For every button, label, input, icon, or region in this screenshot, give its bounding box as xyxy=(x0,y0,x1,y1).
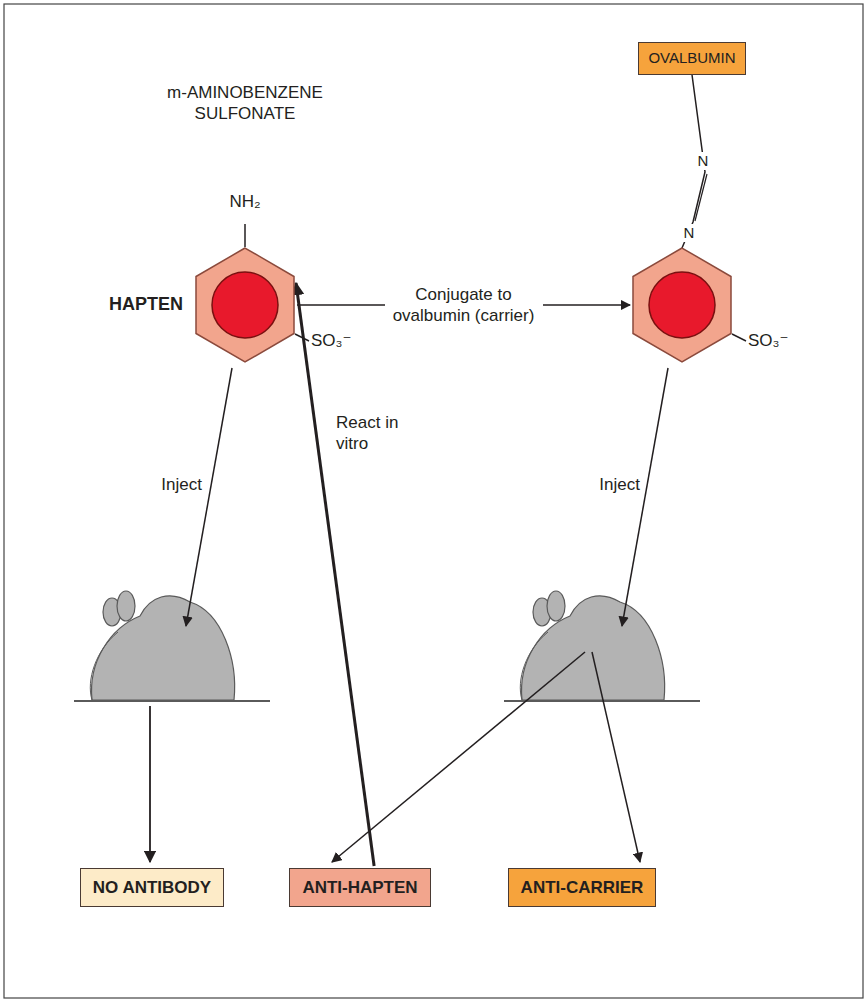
ring-outline xyxy=(196,248,294,362)
frame xyxy=(4,4,863,998)
ring-outline xyxy=(633,248,731,362)
hapten-label: HAPTEN xyxy=(63,293,183,316)
box-label: OVALBUMIN xyxy=(648,49,735,68)
box-label: ANTI-CARRIER xyxy=(521,877,644,898)
bond xyxy=(244,224,246,247)
result-arrow xyxy=(149,706,151,862)
benzene-ring xyxy=(195,247,295,363)
step-label: Inject xyxy=(140,474,202,495)
step-label: Inject xyxy=(578,474,640,495)
ring-circle xyxy=(212,272,278,338)
group-label: NH₂ xyxy=(210,191,280,212)
result-box: ANTI-HAPTEN xyxy=(289,868,430,907)
mouse xyxy=(74,591,270,701)
ring-circle xyxy=(649,272,715,338)
reaction-arrow xyxy=(296,283,374,866)
compound-name: m-AMINOBENZENE SULFONATE xyxy=(120,82,370,125)
result-arrow xyxy=(592,652,640,862)
edge-label: React in vitro xyxy=(332,410,412,457)
bond xyxy=(732,334,746,341)
inject-arrow xyxy=(622,368,668,626)
atom-label: N xyxy=(682,224,697,243)
box-label: ANTI-HAPTEN xyxy=(302,877,417,898)
result-box: OVALBUMIN xyxy=(638,42,745,75)
double-bond xyxy=(695,174,707,221)
benzene-ring xyxy=(632,247,732,363)
result-box: ANTI-CARRIER xyxy=(508,868,657,907)
box-label: NO ANTIBODY xyxy=(93,877,211,898)
group-label: SO₃⁻ xyxy=(311,330,371,351)
inject-arrow xyxy=(186,368,232,626)
edge-label: Conjugate to ovalbumin (carrier) xyxy=(385,282,543,329)
molecule-ring: m-AMINOBENZENE SULFONATEHAPTENNH₂SO₃⁻ xyxy=(195,247,295,363)
group-label: SO₃⁻ xyxy=(748,330,808,351)
molecule-ring: SO₃⁻ xyxy=(632,247,732,363)
result-box: NO ANTIBODY xyxy=(80,868,224,907)
atom-label: N xyxy=(696,152,711,171)
mouse xyxy=(504,591,700,701)
